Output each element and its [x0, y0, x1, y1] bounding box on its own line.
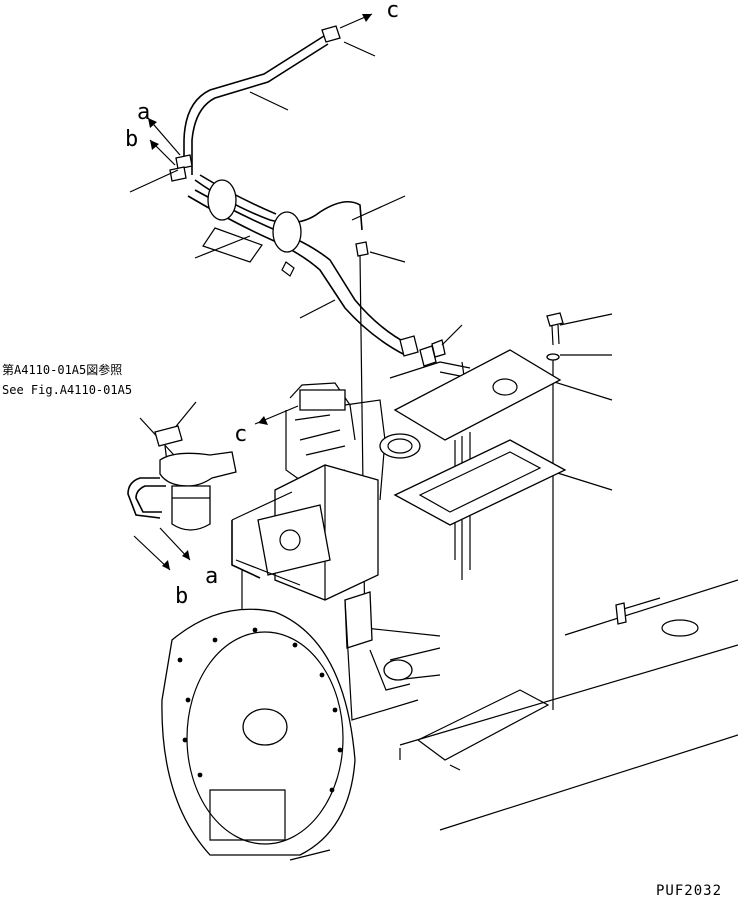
drawing-code: PUF2032 — [656, 883, 723, 899]
callout-c-top: c — [386, 0, 400, 23]
callout-c-mid: c — [234, 422, 248, 447]
fuel-filter-assembly — [127, 425, 237, 531]
reference-note-english: See Fig.A4110-01A5 — [2, 383, 133, 397]
flywheel-housing — [161, 608, 356, 856]
callout-a-bottom: a — [205, 564, 219, 589]
hose-fittings — [169, 154, 471, 391]
fuel-hose-assembly — [183, 25, 411, 356]
callout-b-bottom: b — [175, 584, 189, 609]
machine-frame — [289, 579, 738, 861]
callout-b-top: b — [125, 127, 139, 152]
callout-arrows — [133, 13, 373, 571]
callout-a-top: a — [137, 100, 151, 125]
bolt-washer-plates — [393, 312, 567, 580]
reference-note-japanese: 第A4110-01A5図参照 — [2, 363, 123, 377]
